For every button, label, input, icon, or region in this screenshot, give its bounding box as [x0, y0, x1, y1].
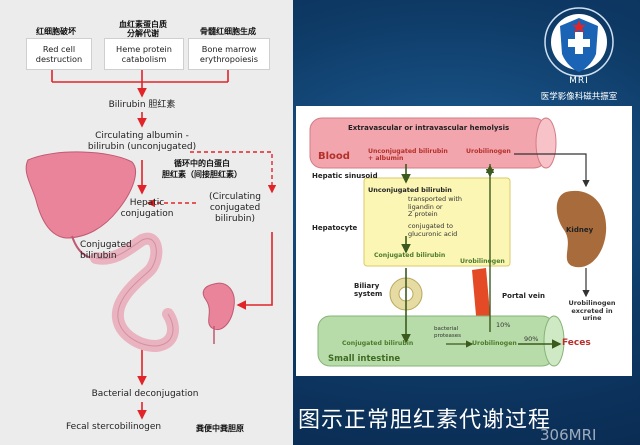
box1-label-cn: 红细胞破坏 [36, 27, 76, 36]
unconjugated-bilirubin-label: Unconjugated bilirubin [368, 186, 452, 194]
bone-marrow-text: Bone marrow erythropoiesis [199, 44, 259, 64]
bacterial-proteases-label: bacterial proteases [434, 326, 462, 339]
feces-label: Feces [562, 338, 591, 348]
circulating-conjugated-label: (Circulating conjugated bilirubin) [209, 192, 261, 224]
biliary-system-label: Biliary system [354, 282, 383, 298]
heme-catabolism-text: Heme protein catabolism [116, 44, 172, 64]
arrow-to-kidney [236, 232, 273, 310]
red-cell-destruction-text: Red cell destruction [35, 44, 83, 64]
transported-label: transported with ligandin or Z protein [408, 195, 463, 218]
conjugated-bilirubin-label: Conjugated bilirubin [80, 240, 132, 261]
right-diagram-panel: Extravascular or intravascular hemolysis… [296, 106, 632, 376]
hepatic-conjugation-label: Hepatic conjugation [120, 198, 174, 219]
circulating-albumin-label: Circulating albumin - bilirubin (unconju… [87, 131, 197, 152]
hepatocyte-box [363, 177, 511, 267]
liver-shape [25, 151, 136, 239]
shield-logo-icon [544, 7, 614, 77]
conjugated-bilirubin-intestine-label: Conjugated bilirubin [342, 340, 414, 347]
fecal-stercobilinogen-label: Fecal stercobilinogen [66, 422, 162, 432]
urobilinogen-blood-label: Urobilinogen [466, 148, 511, 155]
slide-caption: 图示正常胆红素代谢过程 [298, 408, 552, 433]
urobilinogen-intestine-label: Urobilinogen [472, 340, 517, 347]
urobilinogen-urine-label: Urobilinogen excreted in urine [568, 299, 616, 322]
box2-label-cn: 血红素蛋白质 分解代谢 [119, 20, 167, 38]
fecal-cn-label: 粪便中粪胆原 [196, 424, 244, 433]
hospital-logo: MRI 医学影像科磁共振室 [520, 2, 638, 106]
urobilinogen-hepatocyte-label: Urobilinogen [460, 258, 505, 265]
left-diagram-panel: 红细胞破坏 血红素蛋白质 分解代谢 骨髓红细胞生成 Red cell destr… [0, 0, 293, 445]
hepatic-sinusoid-label: Hepatic sinusoid [312, 172, 378, 180]
conjugated-to-label: conjugated to glucuronic acid [408, 222, 458, 238]
arrow-to-kidney [514, 153, 590, 188]
kidney-shape [202, 282, 235, 330]
blood-label: Blood [318, 151, 350, 162]
logo-mri-text: MRI [569, 76, 589, 86]
kidney-shape-right [556, 190, 607, 268]
left-arrows-layer [25, 70, 277, 420]
box3-label-cn: 骨髓红细胞生成 [200, 27, 256, 36]
portal-vein-label: Portal vein [502, 292, 545, 300]
kidney-label: Kidney [566, 226, 594, 234]
bile-duct [71, 235, 93, 259]
circulating-cn-label: 循环中的白蛋白 胆红素（间接胆红素） [162, 159, 242, 179]
hemolysis-label: Extravascular or intravascular hemolysis [348, 124, 510, 132]
red-cell-destruction-box: Red cell destruction [26, 38, 92, 70]
logo-name-text: 医学影像科磁共振室 [540, 92, 618, 102]
right-shapes-layer [309, 117, 607, 367]
bilirubin-label: Bilirubin 胆红素 [108, 100, 176, 110]
blood-vessel-end [535, 117, 557, 169]
percent-10-label: 10% [496, 321, 511, 329]
watermark-text: 306MRI [540, 426, 597, 444]
unconjugated-albumin-label: Unconjugated bilirubin + albumin [368, 148, 448, 162]
conjugated-bilirubin-hepatocyte-label: Conjugated bilirubin [374, 252, 446, 259]
small-intestine-label: Small intestine [328, 354, 401, 364]
bone-marrow-box: Bone marrow erythropoiesis [188, 38, 270, 70]
percent-90-label: 90% [524, 335, 539, 343]
dashed-arrow-circ [190, 151, 277, 194]
bacterial-deconjugation-label: Bacterial deconjugation [91, 389, 199, 399]
heme-catabolism-box: Heme protein catabolism [104, 38, 184, 70]
intestine-outline [95, 238, 174, 347]
hepatocyte-label: Hepatocyte [312, 224, 358, 232]
